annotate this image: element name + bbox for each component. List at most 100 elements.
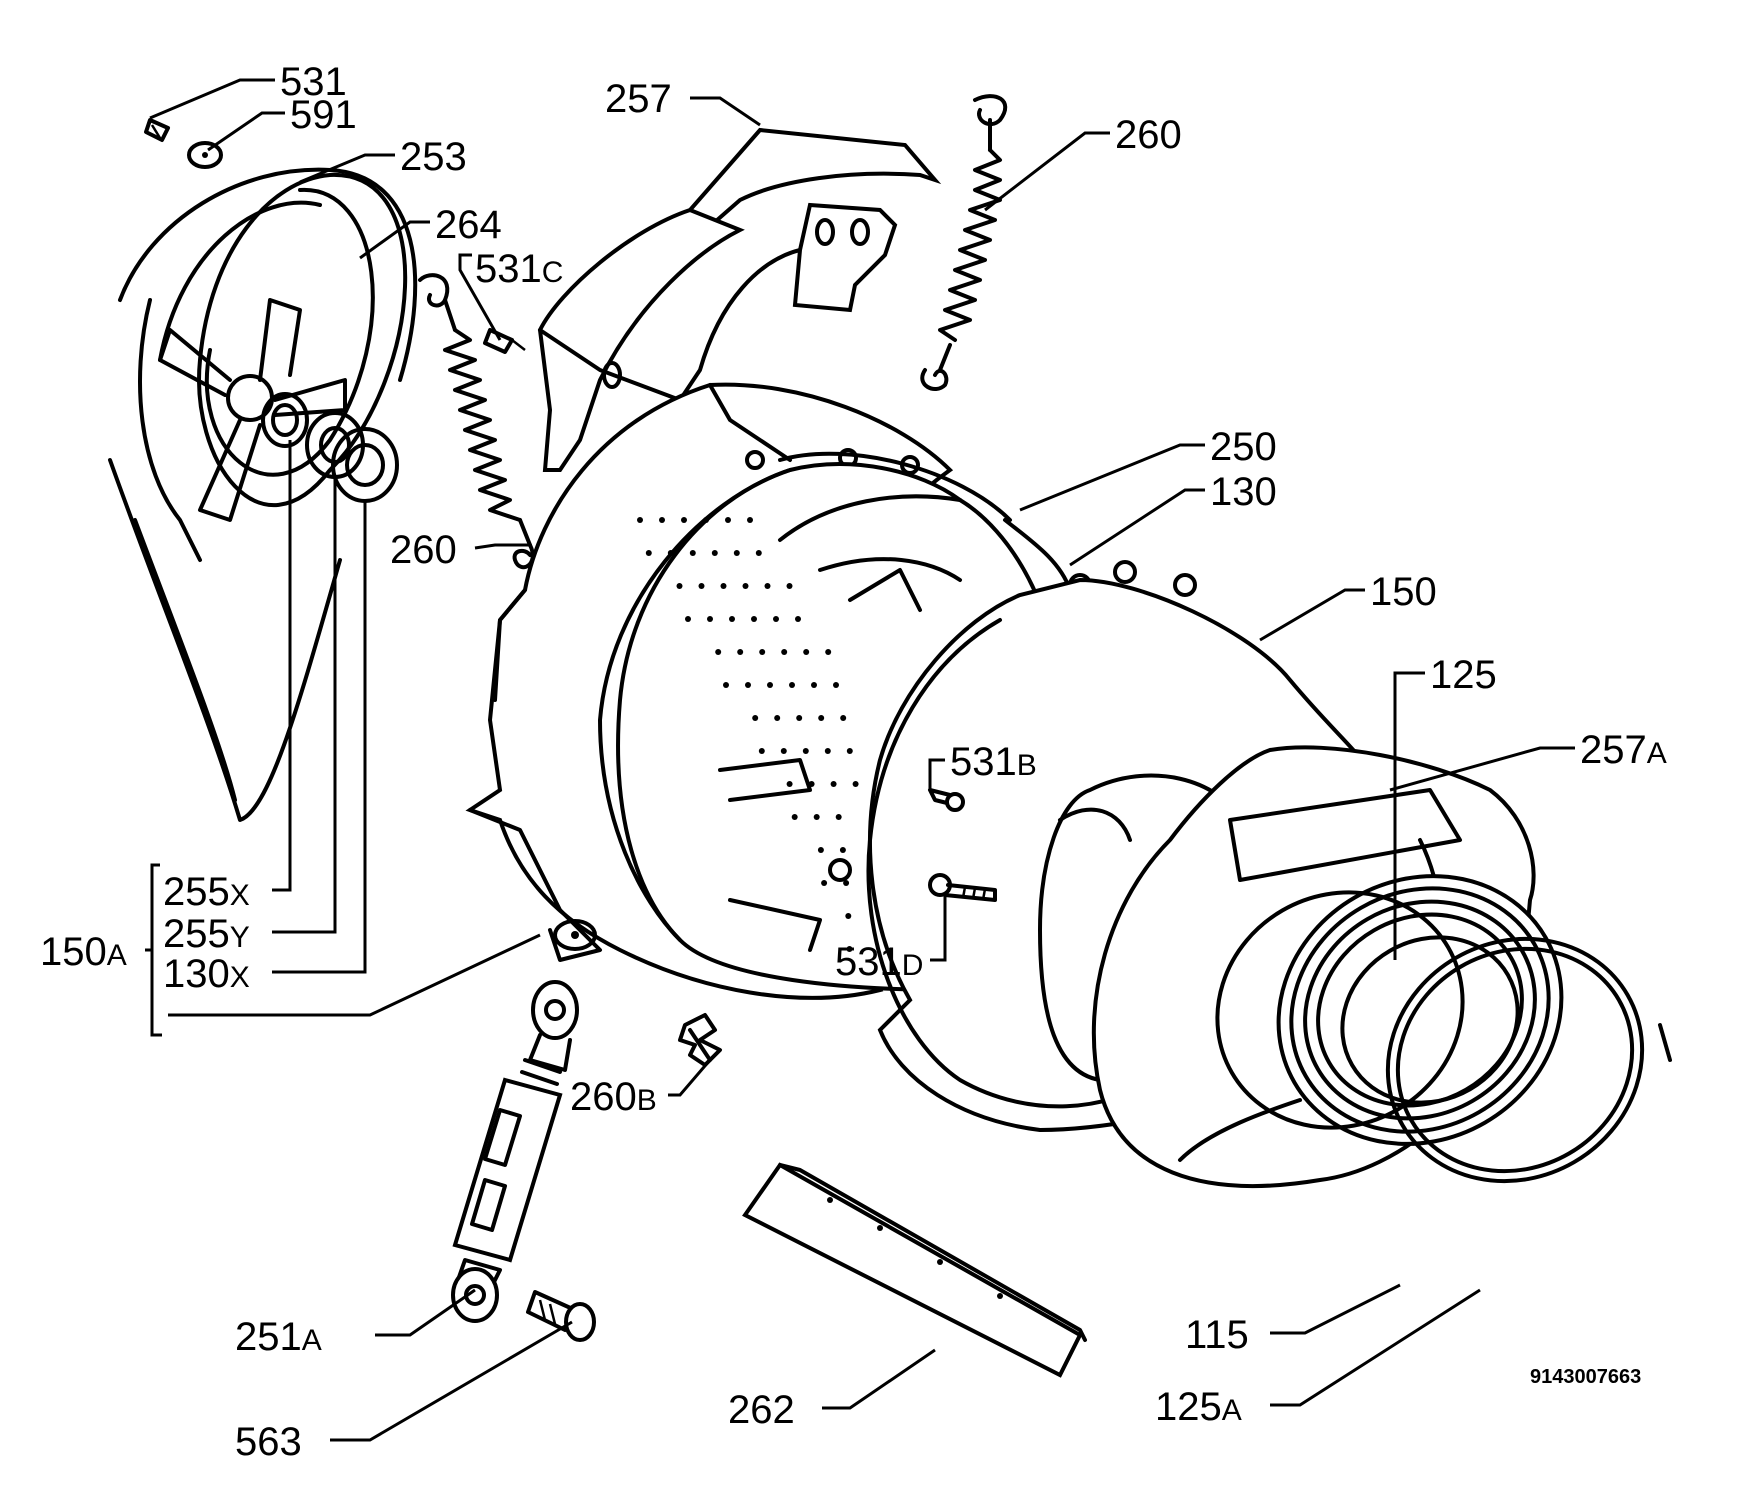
perforation-hole — [840, 715, 847, 721]
shock-absorber-251a — [451, 980, 579, 1323]
part-labels: 531 591 253 264 531C 257 260 260 250 130… — [40, 60, 1667, 1464]
counterweight-bar-262 — [742, 1162, 1087, 1378]
perforation-hole — [824, 748, 831, 754]
perforation-hole — [645, 550, 652, 556]
perforation-hole — [698, 583, 705, 589]
perforation-hole — [725, 517, 731, 523]
perforation-hole — [742, 583, 749, 589]
label-563: 563 — [235, 1420, 302, 1464]
perforation-hole — [659, 517, 665, 523]
label-255y: 255Y — [163, 912, 250, 956]
perforation-hole — [729, 616, 735, 622]
screw-531d — [928, 873, 997, 902]
perforation-hole — [755, 550, 762, 556]
label-531: 531 — [280, 60, 347, 104]
label-257: 257 — [605, 77, 672, 121]
perforation-hole — [830, 781, 837, 787]
label-255x: 255X — [163, 870, 250, 914]
perforation-hole — [681, 517, 687, 523]
perforation-hole — [803, 649, 810, 655]
perforation-hole — [843, 880, 850, 886]
label-262: 262 — [728, 1388, 795, 1432]
label-115: 115 — [1185, 1313, 1249, 1357]
label-264: 264 — [435, 203, 502, 247]
label-531c: 531C — [475, 247, 563, 291]
perforation-hole — [846, 748, 853, 754]
perforation-hole — [833, 682, 839, 688]
perforation-hole — [764, 583, 771, 589]
perforation-hole — [759, 649, 766, 655]
seal-130 — [778, 451, 1072, 592]
clamp-wire-125 — [1215, 890, 1465, 1130]
perforation-hole — [751, 616, 757, 622]
seal-130x — [331, 427, 399, 503]
perforation-hole — [818, 715, 825, 721]
screw-531b — [928, 788, 965, 812]
spring-260-right — [920, 94, 1008, 391]
label-125: 125 — [1430, 653, 1497, 697]
screw-531c — [483, 328, 526, 354]
label-260b: 260B — [570, 1075, 657, 1119]
washer-591 — [187, 141, 223, 169]
perforation-hole — [811, 682, 817, 688]
perforation-hole — [733, 550, 740, 556]
perforation-hole — [852, 781, 859, 787]
perforation-hole — [774, 715, 781, 721]
label-130x: 130X — [163, 952, 250, 996]
perforation-hole — [786, 781, 793, 787]
reference-code: 9143007663 — [1530, 1366, 1641, 1388]
perforation-hole — [767, 682, 773, 688]
perforation-hole — [747, 517, 753, 523]
perforation-hole — [796, 715, 803, 721]
perforation-hole — [707, 616, 713, 622]
perforation-hole — [685, 616, 691, 622]
perforation-hole — [737, 649, 744, 655]
perforation-hole — [703, 517, 709, 523]
perforation-hole — [637, 517, 643, 523]
perforation-hole — [817, 847, 824, 853]
perforation-hole — [758, 748, 765, 754]
perforation-hole — [789, 682, 795, 688]
label-150a: 150A — [40, 930, 127, 974]
label-125a: 125A — [1155, 1385, 1242, 1429]
clamp-ring-125a — [1385, 936, 1672, 1184]
label-251a: 251A — [235, 1315, 322, 1359]
label-260-right: 260 — [1115, 113, 1182, 157]
label-257a: 257A — [1580, 728, 1667, 772]
perforation-hole — [781, 649, 788, 655]
label-250: 250 — [1210, 425, 1277, 469]
perforation-hole — [745, 682, 751, 688]
perforation-hole — [715, 649, 722, 655]
perforation-hole — [846, 946, 853, 952]
perforation-hole — [802, 748, 809, 754]
bracket-150a — [150, 863, 160, 1037]
perforation-hole — [689, 550, 696, 556]
label-591: 591 — [290, 93, 357, 137]
pulley-253 — [108, 167, 418, 822]
label-253: 253 — [400, 135, 467, 179]
perforation-hole — [676, 583, 683, 589]
counterweight-257 — [537, 127, 942, 472]
perforation-hole — [808, 781, 815, 787]
perforation-hole — [667, 550, 674, 556]
perforation-hole — [786, 583, 793, 589]
drum-perforations — [637, 517, 859, 952]
clip-260b — [678, 1013, 722, 1067]
spring-260-left — [418, 273, 535, 570]
perforation-hole — [723, 682, 729, 688]
perforation-hole — [780, 748, 787, 754]
perforation-hole — [752, 715, 759, 721]
perforation-hole — [839, 847, 846, 853]
label-150: 150 — [1370, 570, 1437, 614]
perforation-hole — [835, 814, 842, 820]
perforation-hole — [720, 583, 727, 589]
perforation-hole — [795, 616, 801, 622]
perforation-hole — [821, 880, 828, 886]
label-531b: 531B — [950, 740, 1037, 784]
label-531d: 531D — [835, 940, 923, 984]
label-130: 130 — [1210, 470, 1277, 514]
perforation-hole — [825, 649, 832, 655]
perforation-hole — [773, 616, 779, 622]
label-260-left: 260 — [390, 528, 457, 572]
